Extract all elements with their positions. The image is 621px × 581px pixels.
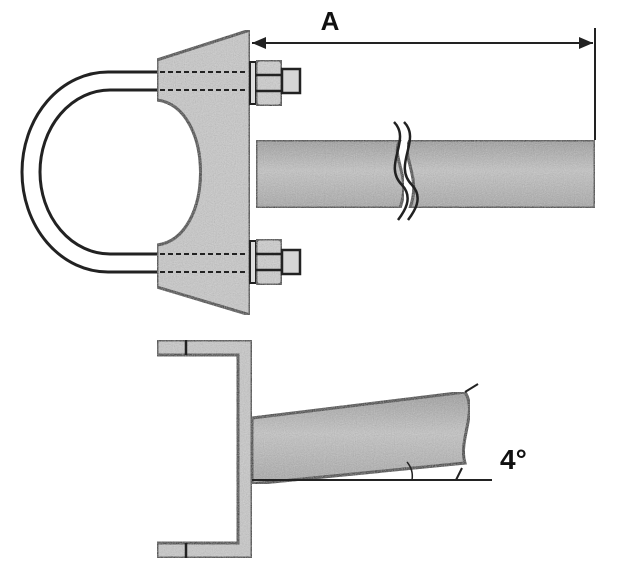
u-bolt-inner xyxy=(38,88,162,256)
pipe-side xyxy=(250,390,471,486)
upper-nut xyxy=(254,58,302,108)
pipe-top xyxy=(254,121,597,221)
clamp-block xyxy=(155,27,252,318)
side-view: 4° xyxy=(155,338,527,560)
lower-nut xyxy=(254,237,302,287)
bolt-holes xyxy=(160,71,248,273)
angle-arc xyxy=(406,461,414,481)
top-view: A xyxy=(20,6,597,318)
dimension-label: A xyxy=(321,6,340,36)
dimension-a xyxy=(252,28,596,140)
break-line xyxy=(393,121,409,221)
u-bolt xyxy=(20,70,162,274)
channel-bracket xyxy=(155,338,254,560)
angle-label: 4° xyxy=(500,444,527,475)
